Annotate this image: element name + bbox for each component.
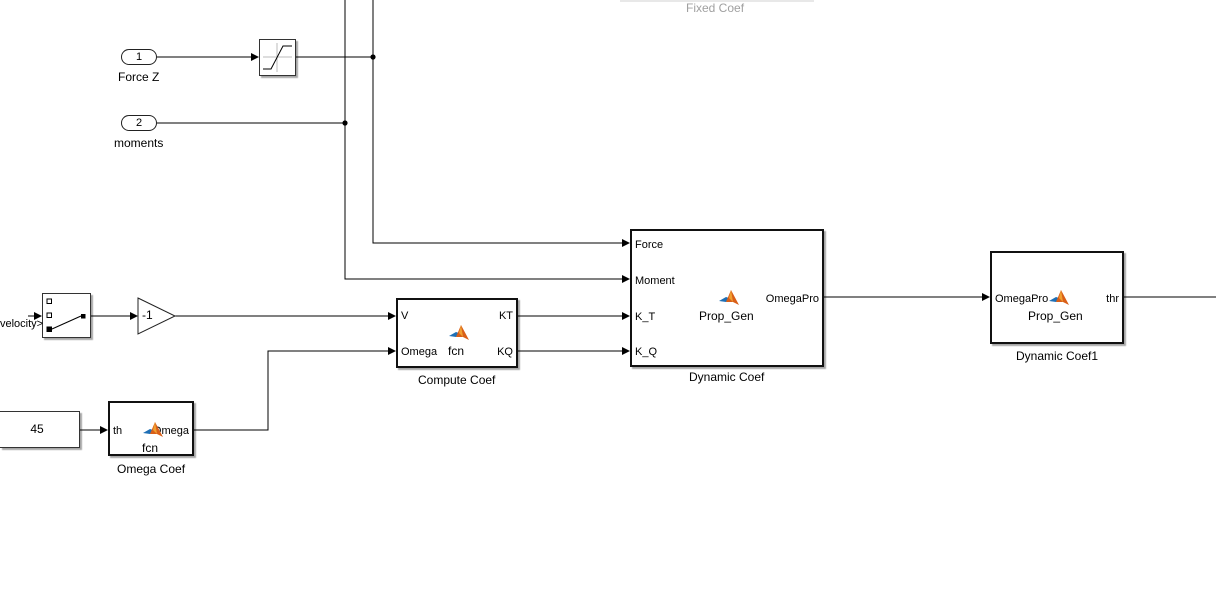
inport-1[interactable]: 1 xyxy=(121,49,157,65)
fixed-coef-label: Fixed Coef xyxy=(686,1,745,15)
omega-coef-block[interactable]: th Omega fcn xyxy=(108,401,194,456)
switch-input-label: velocity> xyxy=(0,318,44,330)
compute-coef-output-kq: KQ xyxy=(497,346,513,358)
omega-coef-input-port: th xyxy=(113,425,123,437)
saturation-icon xyxy=(263,43,292,72)
inport-2[interactable]: 2 xyxy=(121,115,157,131)
wire-omega xyxy=(193,347,396,431)
compute-coef-block[interactable]: V Omega KT KQ fcn xyxy=(396,298,518,368)
omega-coef-output-port: Omega xyxy=(152,425,189,437)
dynamic-coef1-block[interactable]: OmegaPro thr Prop_Gen xyxy=(990,251,1124,344)
omega-coef-function: fcn xyxy=(142,441,159,455)
dynamic-coef-function: Prop_Gen xyxy=(699,309,754,323)
matlab-icon xyxy=(449,325,469,340)
compute-coef-label: Compute Coef xyxy=(418,373,496,387)
dynamic-coef1-input-omegapro: OmegaPro xyxy=(995,293,1049,305)
gain-block[interactable] xyxy=(137,297,177,335)
compute-coef-input-v: V xyxy=(401,310,409,322)
gain-value: -1 xyxy=(142,308,153,322)
inport-2-label: moments xyxy=(114,136,164,150)
inport-1-label: Force Z xyxy=(118,70,160,84)
saturation-block[interactable] xyxy=(259,39,296,76)
matlab-icon xyxy=(719,290,739,305)
dynamic-coef1-output-thr: thr xyxy=(1106,293,1119,305)
dynamic-coef-input-kt: K_T xyxy=(635,311,656,323)
matlab-icon xyxy=(1049,290,1069,305)
wire-top-345 xyxy=(344,0,630,283)
dynamic-coef1-function: Prop_Gen xyxy=(1028,309,1083,323)
dynamic-coef-input-moment: Moment xyxy=(635,275,675,287)
faded-block-edge xyxy=(620,0,814,2)
switch-block[interactable] xyxy=(42,293,91,338)
dynamic-coef-input-force: Force xyxy=(635,239,664,251)
dynamic-coef-block[interactable]: Force Moment K_T K_Q OmegaPro Prop_Gen xyxy=(630,229,824,367)
dynamic-coef-label: Dynamic Coef xyxy=(689,370,765,384)
constant-value: 45 xyxy=(30,422,44,436)
wire-sat-out xyxy=(296,56,630,247)
junction-373 xyxy=(370,54,376,60)
dynamic-coef-input-kq: K_Q xyxy=(635,346,658,358)
compute-coef-function: fcn xyxy=(448,344,465,358)
constant-block[interactable]: 45 xyxy=(0,411,80,448)
omega-coef-label: Omega Coef xyxy=(117,462,186,476)
switch-icon xyxy=(46,298,86,332)
compute-coef-output-kt: KT xyxy=(498,310,513,322)
junction-345 xyxy=(342,120,348,126)
compute-coef-input-omega: Omega xyxy=(401,346,438,358)
dynamic-coef1-label: Dynamic Coef1 xyxy=(1016,349,1099,363)
dynamic-coef-output-omegapro: OmegaPro xyxy=(765,293,819,305)
matlab-icon xyxy=(143,422,163,437)
